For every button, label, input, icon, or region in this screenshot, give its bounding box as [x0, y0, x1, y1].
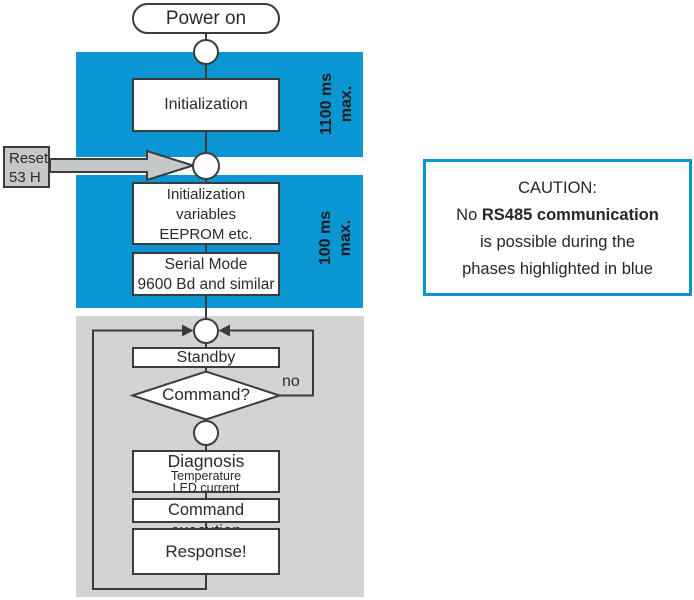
left-return-loop-line	[92, 329, 206, 590]
phase2-duration-max: max.	[337, 219, 354, 257]
caution-line2-prefix: No	[456, 206, 482, 224]
reset-command-box: Reset 53 H	[3, 146, 50, 188]
reset-arrow-icon	[49, 149, 197, 182]
phase1-duration-value: 1100 ms	[318, 72, 335, 136]
caution-line2-bold: RS485 communication	[481, 206, 659, 224]
no-branch-label: no	[282, 373, 300, 390]
command-execution-step: Command execution	[132, 498, 280, 540]
caution-note: CAUTION: No RS485 communication is possi…	[423, 159, 692, 296]
init-vars-line2: variables	[175, 206, 237, 223]
right-loop-arrowhead-icon	[218, 324, 230, 337]
diagnosis-step: Diagnosis Temperature LED current	[132, 450, 280, 495]
init-vars-line1: Initialization	[166, 186, 246, 203]
connector-node-4	[193, 420, 219, 446]
caution-line2: No RS485 communication	[426, 202, 689, 229]
diagnosis-title: Diagnosis	[167, 451, 245, 471]
connector-node-1	[193, 39, 219, 65]
serial-mode-line2: 9600 Bd and similar	[137, 276, 275, 293]
reset-code: 53 H	[9, 169, 41, 186]
reset-label: Reset	[9, 150, 49, 167]
command-decision-label: Command?	[162, 385, 250, 404]
phase2-duration-label: 100 ms max.	[316, 188, 358, 288]
connector-node-3	[193, 318, 219, 344]
response-step: Response!	[132, 528, 280, 575]
no-branch-loop-line	[226, 329, 314, 397]
command-decision-diamond	[129, 370, 283, 421]
serial-mode-step: Serial Mode 9600 Bd and similar	[132, 252, 280, 296]
init-vars-line3: EEPROM etc.	[159, 226, 253, 243]
initialization-variables-step: Initialization variables EEPROM etc.	[132, 182, 280, 245]
power-on-terminal: Power on	[132, 3, 280, 34]
connector-node-2	[192, 152, 220, 180]
phase1-duration-max: max.	[338, 85, 355, 123]
initialization-step: Initialization	[132, 78, 280, 132]
standby-step: Standby	[132, 347, 280, 368]
diagnosis-temperature: Temperature	[170, 469, 242, 483]
serial-mode-line1: Serial Mode	[164, 256, 248, 273]
diagnosis-led-current: LED current	[172, 481, 240, 495]
caution-line3: is possible during the	[479, 233, 635, 251]
caution-line4: phases highlighted in blue	[462, 260, 653, 278]
caution-title: CAUTION:	[518, 179, 597, 197]
left-loop-arrowhead-icon	[182, 324, 194, 337]
phase2-duration-value: 100 ms	[317, 210, 334, 266]
phase1-duration-label: 1100 ms max.	[317, 54, 359, 154]
